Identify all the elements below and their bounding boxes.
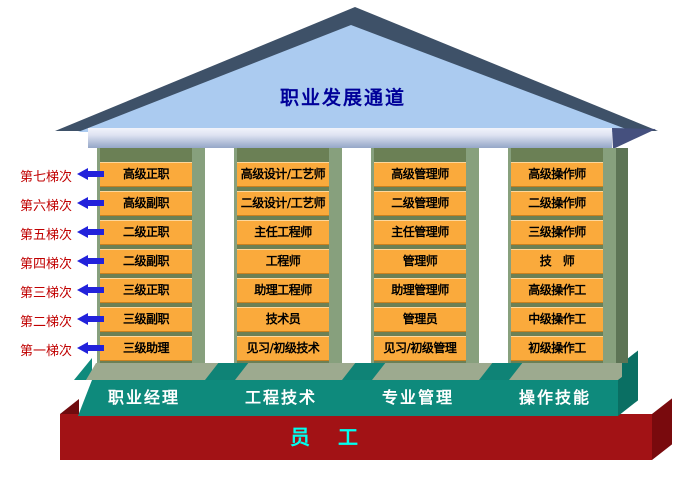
level-box: 高级副职 bbox=[100, 191, 192, 216]
level-box: 二级正职 bbox=[100, 220, 192, 245]
tier-label: 第四梯次 bbox=[19, 257, 72, 272]
level-box: 二级副职 bbox=[100, 249, 192, 274]
eave-right-wedge bbox=[612, 128, 656, 149]
tier-row-5: 第五梯次 bbox=[0, 224, 104, 243]
level-box: 主任工程师 bbox=[237, 220, 329, 245]
roof bbox=[55, 7, 658, 149]
level-box: 中级操作工 bbox=[511, 307, 603, 332]
pillar-1: 高级正职高级副职二级正职二级副职三级正职三级副职三级助理 bbox=[97, 148, 205, 363]
level-box: 初级操作工 bbox=[511, 336, 603, 361]
tier-label: 第五梯次 bbox=[19, 228, 72, 243]
level-box: 管理师 bbox=[374, 249, 466, 274]
eave-band bbox=[88, 128, 612, 148]
left-arrow-icon bbox=[77, 284, 104, 296]
level-box: 主任管理师 bbox=[374, 220, 466, 245]
level-box: 高级管理师 bbox=[374, 162, 466, 187]
tier-row-2: 第二梯次 bbox=[0, 311, 104, 330]
tier-label: 第二梯次 bbox=[19, 315, 72, 330]
tier-label: 第六梯次 bbox=[19, 199, 72, 214]
tier-label: 第一梯次 bbox=[19, 344, 72, 359]
tier-row-3: 第三梯次 bbox=[0, 282, 104, 301]
pillar-3: 高级管理师二级管理师主任管理师管理师助理管理师管理员见习/初级管理 bbox=[371, 148, 479, 363]
level-box: 见习/初级技术 bbox=[237, 336, 329, 361]
pillar-4-channel: 高级操作师二级操作师三级操作师技 师高级操作工中级操作工初级操作工 bbox=[511, 148, 603, 363]
level-box: 技术员 bbox=[237, 307, 329, 332]
level-box: 助理管理师 bbox=[374, 278, 466, 303]
level-box: 高级设计/工艺师 bbox=[237, 162, 329, 187]
left-arrow-icon bbox=[77, 313, 104, 325]
category-label-1: 职业经理 bbox=[107, 388, 181, 407]
level-box: 高级操作工 bbox=[511, 278, 603, 303]
tier-row-6: 第六梯次 bbox=[0, 195, 104, 214]
level-box: 三级操作师 bbox=[511, 220, 603, 245]
level-box: 二级管理师 bbox=[374, 191, 466, 216]
left-arrow-icon bbox=[77, 168, 104, 180]
pillar-1-channel: 高级正职高级副职二级正职二级副职三级正职三级副职三级助理 bbox=[100, 148, 192, 363]
pillar-4-right-side bbox=[616, 148, 628, 363]
level-box: 高级操作师 bbox=[511, 162, 603, 187]
level-box: 高级正职 bbox=[100, 162, 192, 187]
level-box: 二级设计/工艺师 bbox=[237, 191, 329, 216]
tier-label: 第三梯次 bbox=[19, 286, 72, 301]
category-platform bbox=[78, 380, 618, 416]
level-box: 技 师 bbox=[511, 249, 603, 274]
level-box: 二级操作师 bbox=[511, 191, 603, 216]
level-box: 管理员 bbox=[374, 307, 466, 332]
tier-row-1: 第一梯次 bbox=[0, 340, 104, 359]
pillar-2: 高级设计/工艺师二级设计/工艺师主任工程师工程师助理工程师技术员见习/初级技术 bbox=[234, 148, 342, 363]
level-box: 助理工程师 bbox=[237, 278, 329, 303]
roof-face bbox=[78, 25, 634, 132]
pillar-2-channel: 高级设计/工艺师二级设计/工艺师主任工程师工程师助理工程师技术员见习/初级技术 bbox=[237, 148, 329, 363]
left-arrow-icon bbox=[77, 255, 104, 267]
employee-base: 员 工 bbox=[60, 414, 652, 460]
level-box: 见习/初级管理 bbox=[374, 336, 466, 361]
diagram-title: 职业发展通道 bbox=[279, 87, 407, 109]
tier-row-7: 第七梯次 bbox=[0, 166, 104, 185]
level-box: 三级副职 bbox=[100, 307, 192, 332]
left-arrow-icon bbox=[77, 226, 104, 238]
pillar-3-channel: 高级管理师二级管理师主任管理师管理师助理管理师管理员见习/初级管理 bbox=[374, 148, 466, 363]
base-right-side bbox=[652, 398, 672, 460]
category-label-3: 专业管理 bbox=[381, 388, 455, 407]
base-top-left-corner bbox=[60, 399, 79, 414]
tier-row-4: 第四梯次 bbox=[0, 253, 104, 272]
left-arrow-icon bbox=[77, 342, 104, 354]
left-arrow-icon bbox=[77, 197, 104, 209]
level-box: 三级正职 bbox=[100, 278, 192, 303]
level-box: 工程师 bbox=[237, 249, 329, 274]
level-box: 三级助理 bbox=[100, 336, 192, 361]
category-label-2: 工程技术 bbox=[244, 388, 318, 407]
category-label-4: 操作技能 bbox=[518, 388, 592, 407]
tier-label: 第七梯次 bbox=[19, 170, 72, 185]
pillar-4: 高级操作师二级操作师三级操作师技 师高级操作工中级操作工初级操作工 bbox=[508, 148, 616, 363]
